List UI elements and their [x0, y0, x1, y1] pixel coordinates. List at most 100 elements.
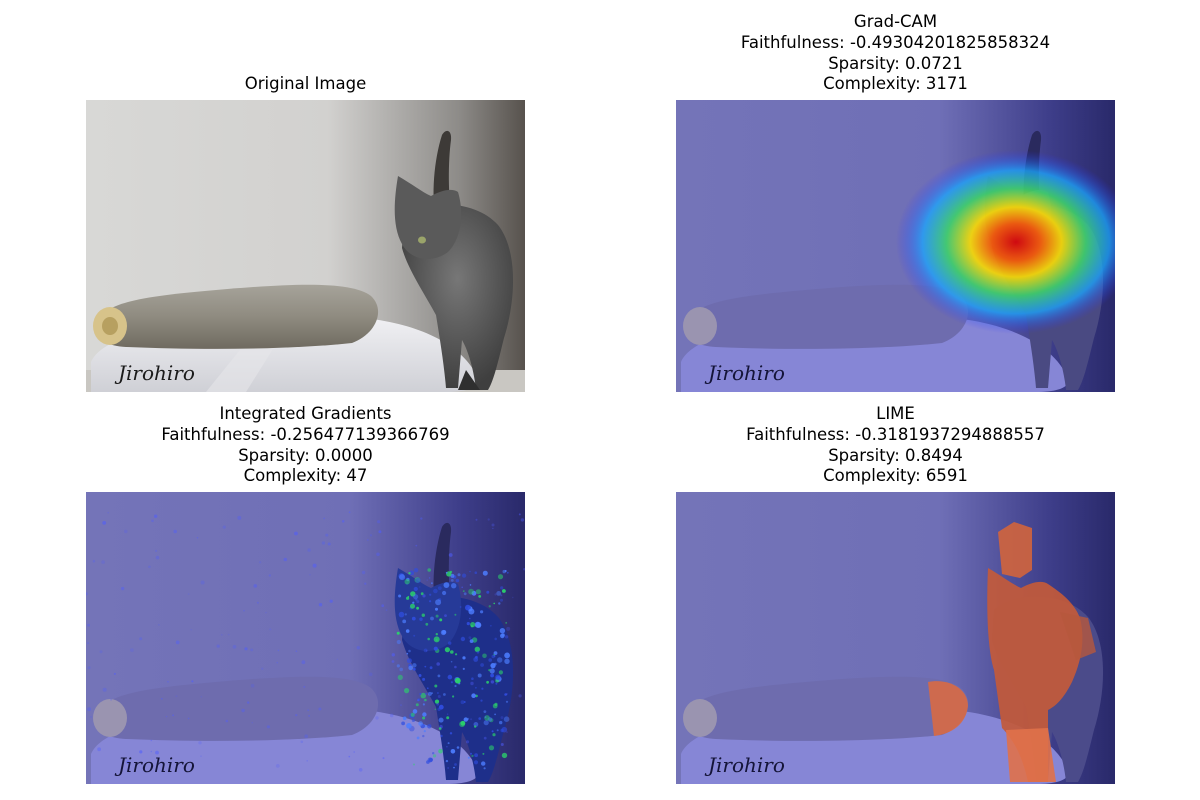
attribution-dot [341, 520, 345, 523]
attribution-dot [327, 542, 331, 546]
attribution-dot [336, 658, 338, 660]
attribution-dot [227, 633, 230, 636]
attribution-dot [462, 656, 466, 660]
attribution-dot [520, 518, 525, 522]
attribution-dot [309, 574, 311, 576]
attribution-dot [425, 650, 428, 652]
attribution-dot [397, 674, 403, 680]
attribution-dot [329, 599, 333, 603]
attribution-dot [130, 648, 134, 652]
attribution-dot [506, 571, 509, 574]
title-method: Grad-CAM [853, 12, 938, 31]
attribution-dot [321, 541, 325, 545]
watermark: Jirohiro [114, 753, 195, 777]
attribution-dot [482, 653, 487, 659]
attribution-dot [304, 734, 308, 738]
attribution-dot [460, 720, 466, 726]
attribution-dot [454, 613, 457, 616]
attribution-dot [401, 721, 405, 726]
lime-superpixel-image: Jirohiro [676, 492, 1115, 784]
attribution-dot [318, 603, 323, 607]
attribution-dot [422, 716, 426, 720]
attribution-dot [427, 637, 431, 641]
attribution-dot [253, 584, 258, 588]
title-complexity: Complexity: 47 [243, 466, 368, 486]
attribution-dot [488, 669, 491, 672]
attribution-dot [200, 696, 203, 698]
attribution-dot [413, 763, 415, 766]
attribution-dot [489, 718, 494, 723]
attribution-dot [102, 687, 107, 692]
attribution-dot [460, 636, 466, 642]
attribution-dot [506, 626, 511, 631]
attribution-dot [483, 710, 487, 713]
attribution-dot [412, 663, 417, 668]
attribution-dot [396, 664, 400, 668]
attribution-dot [469, 584, 472, 586]
attribution-dot [470, 681, 474, 686]
attribution-dot [158, 624, 160, 626]
attribution-dot [422, 594, 426, 598]
attribution-dot [424, 698, 427, 702]
attribution-dot [495, 674, 501, 680]
attribution-dot [323, 517, 325, 520]
attribution-dot [423, 648, 428, 653]
panel-title: Grad-CAM Faithfulness: -0.49304201825858… [676, 12, 1115, 95]
attribution-dot [418, 674, 422, 677]
attribution-dot [139, 750, 143, 754]
attribution-dot [433, 636, 440, 643]
attribution-dot [165, 715, 168, 718]
attribution-dot [367, 539, 369, 541]
attribution-dot [167, 680, 169, 683]
attribution-dot [500, 598, 503, 602]
attribution-dot [456, 746, 460, 749]
attribution-dot [438, 717, 444, 723]
attribution-dot [155, 549, 158, 552]
attribution-dot [433, 754, 437, 758]
watermark: Jirohiro [704, 361, 785, 385]
attribution-dot [436, 692, 439, 694]
attribution-dot [453, 766, 455, 769]
attribution-dot [295, 650, 298, 652]
title-method: Integrated Gradients [219, 404, 392, 423]
attribution-dot [450, 573, 455, 578]
attribution-dot [265, 611, 267, 614]
attribution-dot [295, 714, 298, 717]
attribution-dot [498, 670, 503, 675]
attribution-dot [435, 599, 442, 606]
attribution-dot [492, 703, 498, 709]
attribution-dot [484, 715, 490, 721]
attribution-dot [402, 619, 407, 624]
attribution-dot [126, 760, 130, 764]
attribution-dot [398, 611, 405, 618]
attribution-dot [431, 582, 433, 585]
attribution-dot [463, 701, 466, 703]
attribution-dot [376, 552, 380, 557]
attribution-dot [413, 634, 416, 637]
attribution-dot [155, 555, 160, 560]
title-complexity: Complexity: 6591 [823, 466, 968, 486]
attribution-dot [256, 601, 259, 604]
panel-title: Original Image [86, 74, 525, 95]
attribution-dot [120, 586, 125, 591]
attribution-dot [446, 745, 448, 748]
attribution-dot [452, 695, 455, 698]
attribution-dot [500, 633, 505, 639]
attribution-dot [427, 687, 429, 689]
attribution-dot [348, 755, 351, 758]
attribution-dot [492, 733, 496, 737]
attribution-dot [148, 565, 151, 569]
attribution-dot [469, 570, 471, 573]
title-method: LIME [876, 404, 915, 423]
attribution-dot [356, 646, 360, 650]
attribution-dot [478, 717, 482, 720]
attribution-dot [413, 586, 418, 592]
attribution-dot [90, 716, 92, 718]
attribution-dot [491, 730, 494, 733]
attribution-dot [225, 719, 229, 723]
attribution-dot [318, 707, 322, 711]
attribution-dot [416, 606, 419, 610]
attribution-dot [443, 693, 446, 696]
attribution-dot [139, 637, 143, 641]
attribution-dot [369, 534, 373, 537]
